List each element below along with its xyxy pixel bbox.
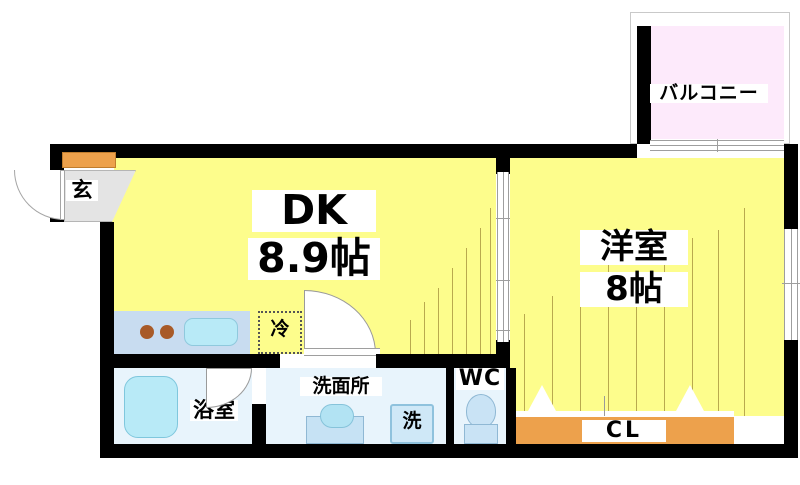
toilet-tank <box>464 424 498 444</box>
dk-label-name: DK <box>252 189 376 232</box>
partition-wall-bottom-stub <box>496 340 510 358</box>
refrigerator-space <box>258 311 302 354</box>
closet-label: CL <box>582 419 666 443</box>
partition-sash-line <box>503 172 504 342</box>
window-sash-line <box>791 229 792 340</box>
western-room-label-name: 洋室 <box>580 230 688 265</box>
entrance-door-leaf[interactable] <box>60 170 65 220</box>
dk-hatch-2 <box>424 302 425 354</box>
wc-right-wall <box>506 368 516 444</box>
partition-sash-mark-2 <box>496 280 510 281</box>
stove-burner-left <box>140 325 154 339</box>
balcony-left-wall <box>637 26 651 144</box>
dk-hatch-7 <box>490 208 491 354</box>
western-room-label-size: 8帖 <box>580 272 688 307</box>
entrance-door-swing <box>14 170 64 220</box>
western-hatch-3 <box>580 278 581 416</box>
western-hatch-6 <box>664 262 665 416</box>
washing-machine-label: 洗 <box>402 410 422 432</box>
closet-door-triangle-left <box>528 385 556 411</box>
dk-hatch-6 <box>480 228 481 354</box>
partition-wall-top-stub <box>496 158 510 174</box>
closet-door-center-line <box>604 396 605 416</box>
partition-sash-mark-3 <box>496 330 510 331</box>
wc-label: WC <box>456 367 504 391</box>
shoe-cabinet <box>62 152 116 168</box>
dk-label-size: 8.9帖 <box>248 237 380 280</box>
refrigerator-label: 冷 <box>270 318 290 340</box>
exterior-wall-left-lower <box>100 208 114 458</box>
bathroom-right-wall-upper <box>252 354 266 368</box>
western-hatch-5 <box>636 282 637 416</box>
dk-hatch-3 <box>438 288 439 354</box>
entrance-label: 玄 <box>66 179 98 202</box>
balcony-door-sash-center <box>717 139 718 152</box>
closet-door-track <box>516 411 734 417</box>
bathroom-right-wall <box>252 404 266 458</box>
washroom-wc-divider <box>446 368 454 444</box>
window-sash-center <box>782 283 800 284</box>
western-hatch-9 <box>744 208 745 416</box>
dk-hatch-1 <box>410 320 411 354</box>
closet-door-triangle-right <box>676 385 704 411</box>
exterior-wall-top <box>50 144 637 158</box>
stove-burner-right <box>160 325 174 339</box>
western-hatch-4 <box>608 258 609 416</box>
wet-zone-top-wall <box>100 354 280 368</box>
washroom-top-wall <box>376 354 510 368</box>
western-hatch-8 <box>718 230 719 416</box>
partition-sash-mark-1 <box>496 218 510 219</box>
dk-hall-door-threshold <box>304 348 380 356</box>
western-hatch-2 <box>552 296 553 416</box>
exterior-wall-right-upper <box>784 144 798 229</box>
dk-hatch-4 <box>452 268 453 354</box>
washing-machine-space <box>390 404 434 444</box>
exterior-wall-right-lower <box>784 340 798 458</box>
dk-hatch-5 <box>466 248 467 354</box>
washroom-label: 洗面所 <box>300 376 382 397</box>
balcony-label: バルコニー <box>650 83 768 104</box>
western-hatch-1 <box>524 314 525 416</box>
bathtub <box>124 376 178 438</box>
vanity-sink-bowl <box>320 404 354 428</box>
western-hatch-7 <box>692 238 693 416</box>
exterior-wall-bottom <box>100 444 798 458</box>
kitchen-sink <box>184 318 238 346</box>
balcony-floor <box>648 26 784 139</box>
toilet-bowl <box>466 394 496 428</box>
